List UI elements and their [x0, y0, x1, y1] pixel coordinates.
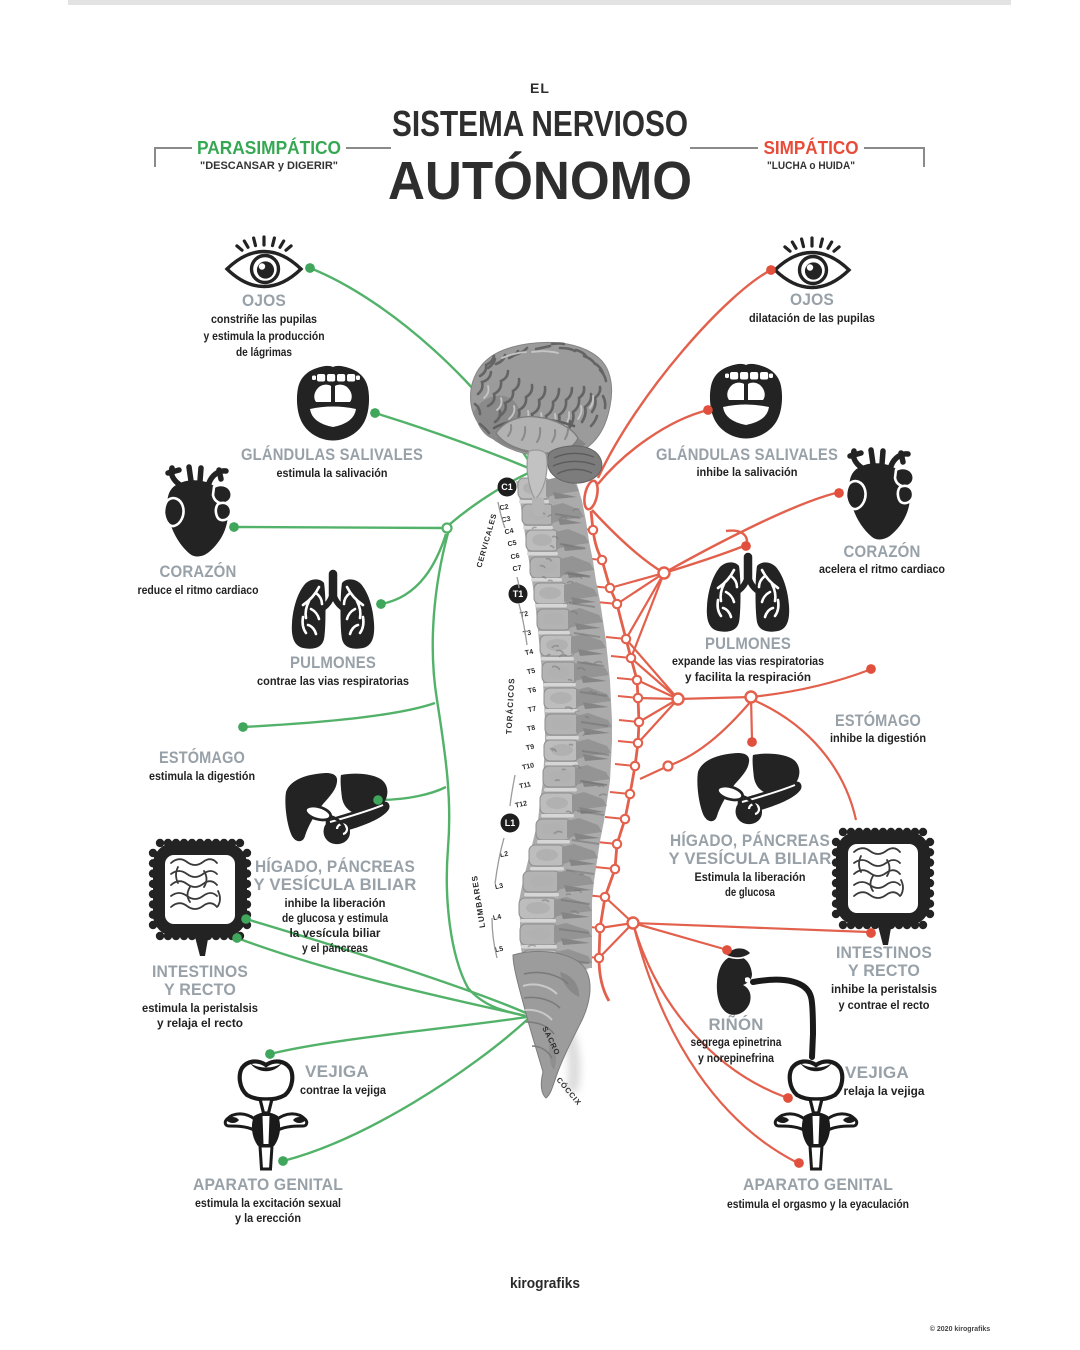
- svg-text:CORAZÓN: CORAZÓN: [844, 542, 921, 561]
- svg-text:C4: C4: [504, 528, 514, 537]
- svg-text:CORAZÓN: CORAZÓN: [160, 562, 237, 581]
- svg-text:C6: C6: [510, 553, 520, 562]
- svg-text:T6: T6: [527, 687, 537, 696]
- svg-text:T9: T9: [525, 744, 535, 753]
- svg-text:estimula el orgasmo y la eyacu: estimula el orgasmo y la eyaculación: [727, 1199, 909, 1211]
- svg-text:relaja la vejiga: relaja la vejiga: [844, 1086, 926, 1098]
- svg-text:Y RECTO: Y RECTO: [164, 980, 236, 999]
- svg-text:"LUCHA o HUIDA": "LUCHA o HUIDA": [767, 160, 855, 172]
- svg-text:kirografiks: kirografiks: [510, 1275, 580, 1292]
- svg-text:expande las vias respiratorias: expande las vias respiratorias: [672, 656, 824, 668]
- svg-text:T2: T2: [519, 611, 529, 620]
- svg-text:GLÁNDULAS SALIVALES: GLÁNDULAS SALIVALES: [656, 445, 838, 464]
- svg-text:RIÑÓN: RIÑÓN: [709, 1014, 764, 1034]
- svg-text:HÍGADO, PÁNCREAS: HÍGADO, PÁNCREAS: [670, 831, 830, 850]
- svg-text:ESTÓMAGO: ESTÓMAGO: [835, 711, 921, 730]
- svg-text:C5: C5: [507, 540, 517, 549]
- svg-text:y la erección: y la erección: [235, 1213, 301, 1225]
- svg-text:contrae las vias respiratorias: contrae las vias respiratorias: [257, 676, 409, 688]
- svg-text:T8: T8: [526, 725, 536, 734]
- svg-text:L4: L4: [492, 914, 502, 923]
- svg-text:GLÁNDULAS SALIVALES: GLÁNDULAS SALIVALES: [241, 445, 423, 464]
- svg-text:segrega epinetrina: segrega epinetrina: [691, 1037, 783, 1049]
- svg-text:estimula la peristalsis: estimula la peristalsis: [142, 1003, 258, 1015]
- svg-text:T3: T3: [522, 630, 532, 639]
- svg-text:OJOS: OJOS: [790, 290, 834, 309]
- svg-text:y facilita la respiración: y facilita la respiración: [685, 672, 811, 684]
- svg-text:C7: C7: [512, 565, 522, 574]
- svg-text:EL: EL: [530, 80, 550, 96]
- svg-text:C1: C1: [501, 482, 513, 492]
- svg-text:estimula la digestión: estimula la digestión: [149, 771, 255, 783]
- svg-text:estimula la excitación sexual: estimula la excitación sexual: [195, 1198, 341, 1210]
- svg-text:AUTÓNOMO: AUTÓNOMO: [388, 151, 692, 211]
- svg-text:Y RECTO: Y RECTO: [848, 961, 920, 980]
- svg-text:C2: C2: [499, 504, 509, 513]
- svg-text:L2: L2: [499, 851, 509, 860]
- svg-text:estimula la salivación: estimula la salivación: [277, 468, 388, 480]
- svg-text:OJOS: OJOS: [242, 291, 286, 310]
- svg-text:T7: T7: [527, 706, 537, 715]
- svg-text:INTESTINOS: INTESTINOS: [152, 962, 248, 981]
- svg-text:T10: T10: [522, 762, 535, 771]
- svg-text:y estimula la producción: y estimula la producción: [204, 331, 325, 343]
- svg-text:Estimula la liberación: Estimula la liberación: [695, 872, 806, 884]
- svg-text:reduce el ritmo cardiaco: reduce el ritmo cardiaco: [138, 585, 259, 597]
- svg-text:contrae la vejiga: contrae la vejiga: [300, 1085, 387, 1097]
- svg-text:inhibe la salivación: inhibe la salivación: [697, 467, 798, 479]
- svg-text:C3: C3: [501, 516, 511, 525]
- svg-text:PULMONES: PULMONES: [290, 653, 376, 672]
- svg-text:APARATO GENITAL: APARATO GENITAL: [743, 1175, 893, 1194]
- svg-text:APARATO GENITAL: APARATO GENITAL: [193, 1175, 343, 1194]
- svg-text:SISTEMA NERVIOSO: SISTEMA NERVIOSO: [392, 103, 688, 144]
- svg-text:VEJIGA: VEJIGA: [845, 1063, 909, 1082]
- svg-text:INTESTINOS: INTESTINOS: [836, 943, 932, 962]
- svg-text:SIMPÁTICO: SIMPÁTICO: [764, 137, 859, 158]
- svg-text:"DESCANSAR y DIGERIR": "DESCANSAR y DIGERIR": [200, 160, 338, 172]
- svg-text:T4: T4: [524, 649, 534, 658]
- svg-text:Y VESÍCULA BILIAR: Y VESÍCULA BILIAR: [254, 875, 417, 894]
- svg-text:dilatación de las pupilas: dilatación de las pupilas: [749, 313, 875, 325]
- svg-text:Y VESÍCULA BILIAR: Y VESÍCULA BILIAR: [669, 849, 832, 868]
- svg-text:© 2020 kirografiks: © 2020 kirografiks: [930, 1325, 991, 1333]
- svg-text:de lágrimas: de lágrimas: [236, 347, 292, 359]
- svg-text:PULMONES: PULMONES: [705, 634, 791, 653]
- svg-text:PARASIMPÁTICO: PARASIMPÁTICO: [197, 137, 341, 158]
- svg-text:T11: T11: [519, 781, 532, 790]
- svg-text:inhibe la liberación: inhibe la liberación: [285, 898, 386, 910]
- svg-text:ESTÓMAGO: ESTÓMAGO: [159, 748, 245, 767]
- svg-text:constriñe las pupilas: constriñe las pupilas: [211, 314, 317, 326]
- svg-text:HÍGADO, PÁNCREAS: HÍGADO, PÁNCREAS: [255, 857, 415, 876]
- svg-text:T5: T5: [526, 668, 536, 677]
- svg-text:VEJIGA: VEJIGA: [305, 1062, 369, 1081]
- svg-text:y relaja el recto: y relaja el recto: [157, 1018, 243, 1030]
- svg-text:inhibe la digestión: inhibe la digestión: [830, 733, 926, 745]
- svg-text:L3: L3: [494, 883, 504, 892]
- svg-text:y norepinefrina: y norepinefrina: [698, 1053, 775, 1065]
- svg-text:y contrae el recto: y contrae el recto: [839, 1000, 930, 1012]
- svg-text:L5: L5: [494, 946, 504, 955]
- svg-text:y el páncreas: y el páncreas: [302, 943, 368, 955]
- svg-text:inhibe la peristalsis: inhibe la peristalsis: [831, 984, 937, 996]
- svg-text:de glucosa: de glucosa: [725, 887, 775, 899]
- svg-text:la vesícula biliar: la vesícula biliar: [290, 928, 382, 940]
- svg-text:acelera el ritmo cardiaco: acelera el ritmo cardiaco: [819, 564, 945, 576]
- svg-text:TORÁCICOS: TORÁCICOS: [505, 677, 517, 734]
- svg-text:de glucosa y estimula: de glucosa y estimula: [282, 913, 389, 925]
- svg-text:T1: T1: [513, 589, 524, 599]
- svg-text:L1: L1: [505, 818, 516, 828]
- svg-text:T12: T12: [515, 800, 528, 809]
